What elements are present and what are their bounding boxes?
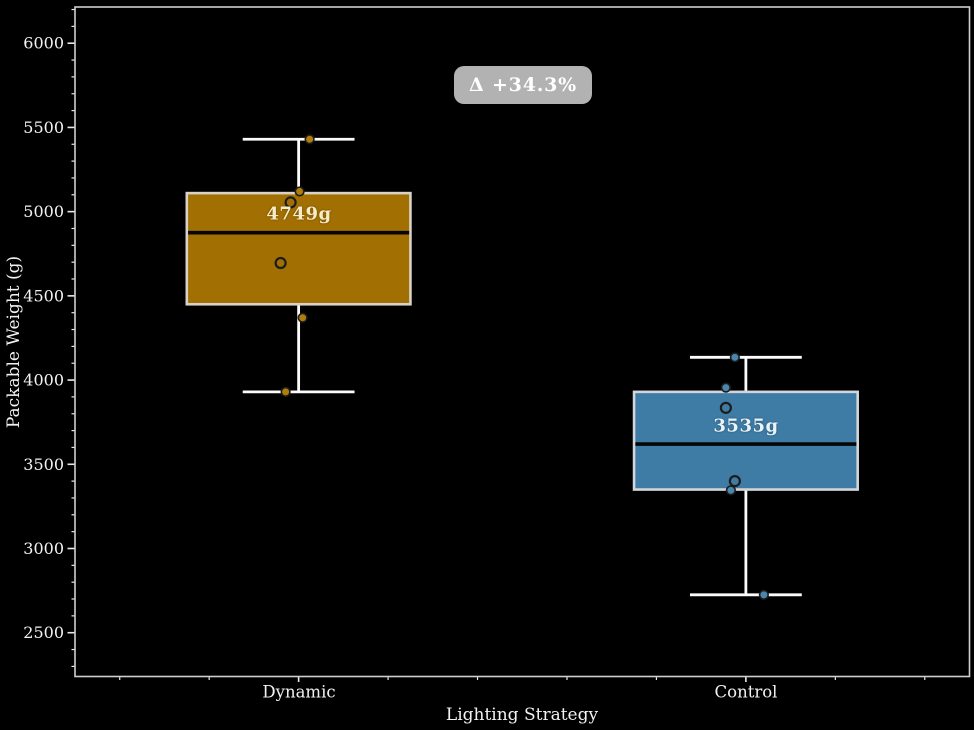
scatter-point-dynamic xyxy=(297,312,308,323)
plot-border xyxy=(74,6,971,678)
scatter-point-control xyxy=(720,382,731,393)
scatter-point-control xyxy=(719,401,732,414)
scatter-point-control xyxy=(728,475,741,488)
scatter-point-dynamic xyxy=(304,134,315,145)
y-axis-tick-label: 5000 xyxy=(23,202,64,221)
y-axis-tick-label: 2500 xyxy=(23,623,64,642)
box-control xyxy=(632,390,859,491)
mean-label-dynamic: 4749g xyxy=(266,203,332,225)
box-dynamic xyxy=(185,191,412,306)
y-axis-tick-label: 4500 xyxy=(23,286,64,305)
y-axis-tick-label: 3500 xyxy=(23,455,64,474)
y-axis-tick-label: 5500 xyxy=(23,118,64,137)
y-axis-label: Packable Weight (g) xyxy=(4,255,24,429)
scatter-point-control xyxy=(758,589,769,600)
y-axis-tick-label: 3000 xyxy=(23,539,64,558)
scatter-point-control xyxy=(725,485,736,496)
scatter-point-dynamic xyxy=(274,256,287,270)
scatter-point-control xyxy=(729,352,740,363)
delta-annotation-badge: Δ +34.3% xyxy=(453,66,593,104)
y-axis-tick-label: 6000 xyxy=(23,34,64,53)
x-tick-label-dynamic: Dynamic xyxy=(262,682,336,702)
scatter-point-dynamic xyxy=(280,386,291,397)
y-axis-tick-label: 4000 xyxy=(23,371,64,390)
x-tick-label-control: Control xyxy=(714,682,778,702)
mean-label-control: 3535g xyxy=(713,415,779,437)
x-axis-label: Lighting Strategy xyxy=(445,705,599,725)
scatter-point-dynamic xyxy=(294,186,305,197)
scatter-point-dynamic xyxy=(284,196,297,209)
